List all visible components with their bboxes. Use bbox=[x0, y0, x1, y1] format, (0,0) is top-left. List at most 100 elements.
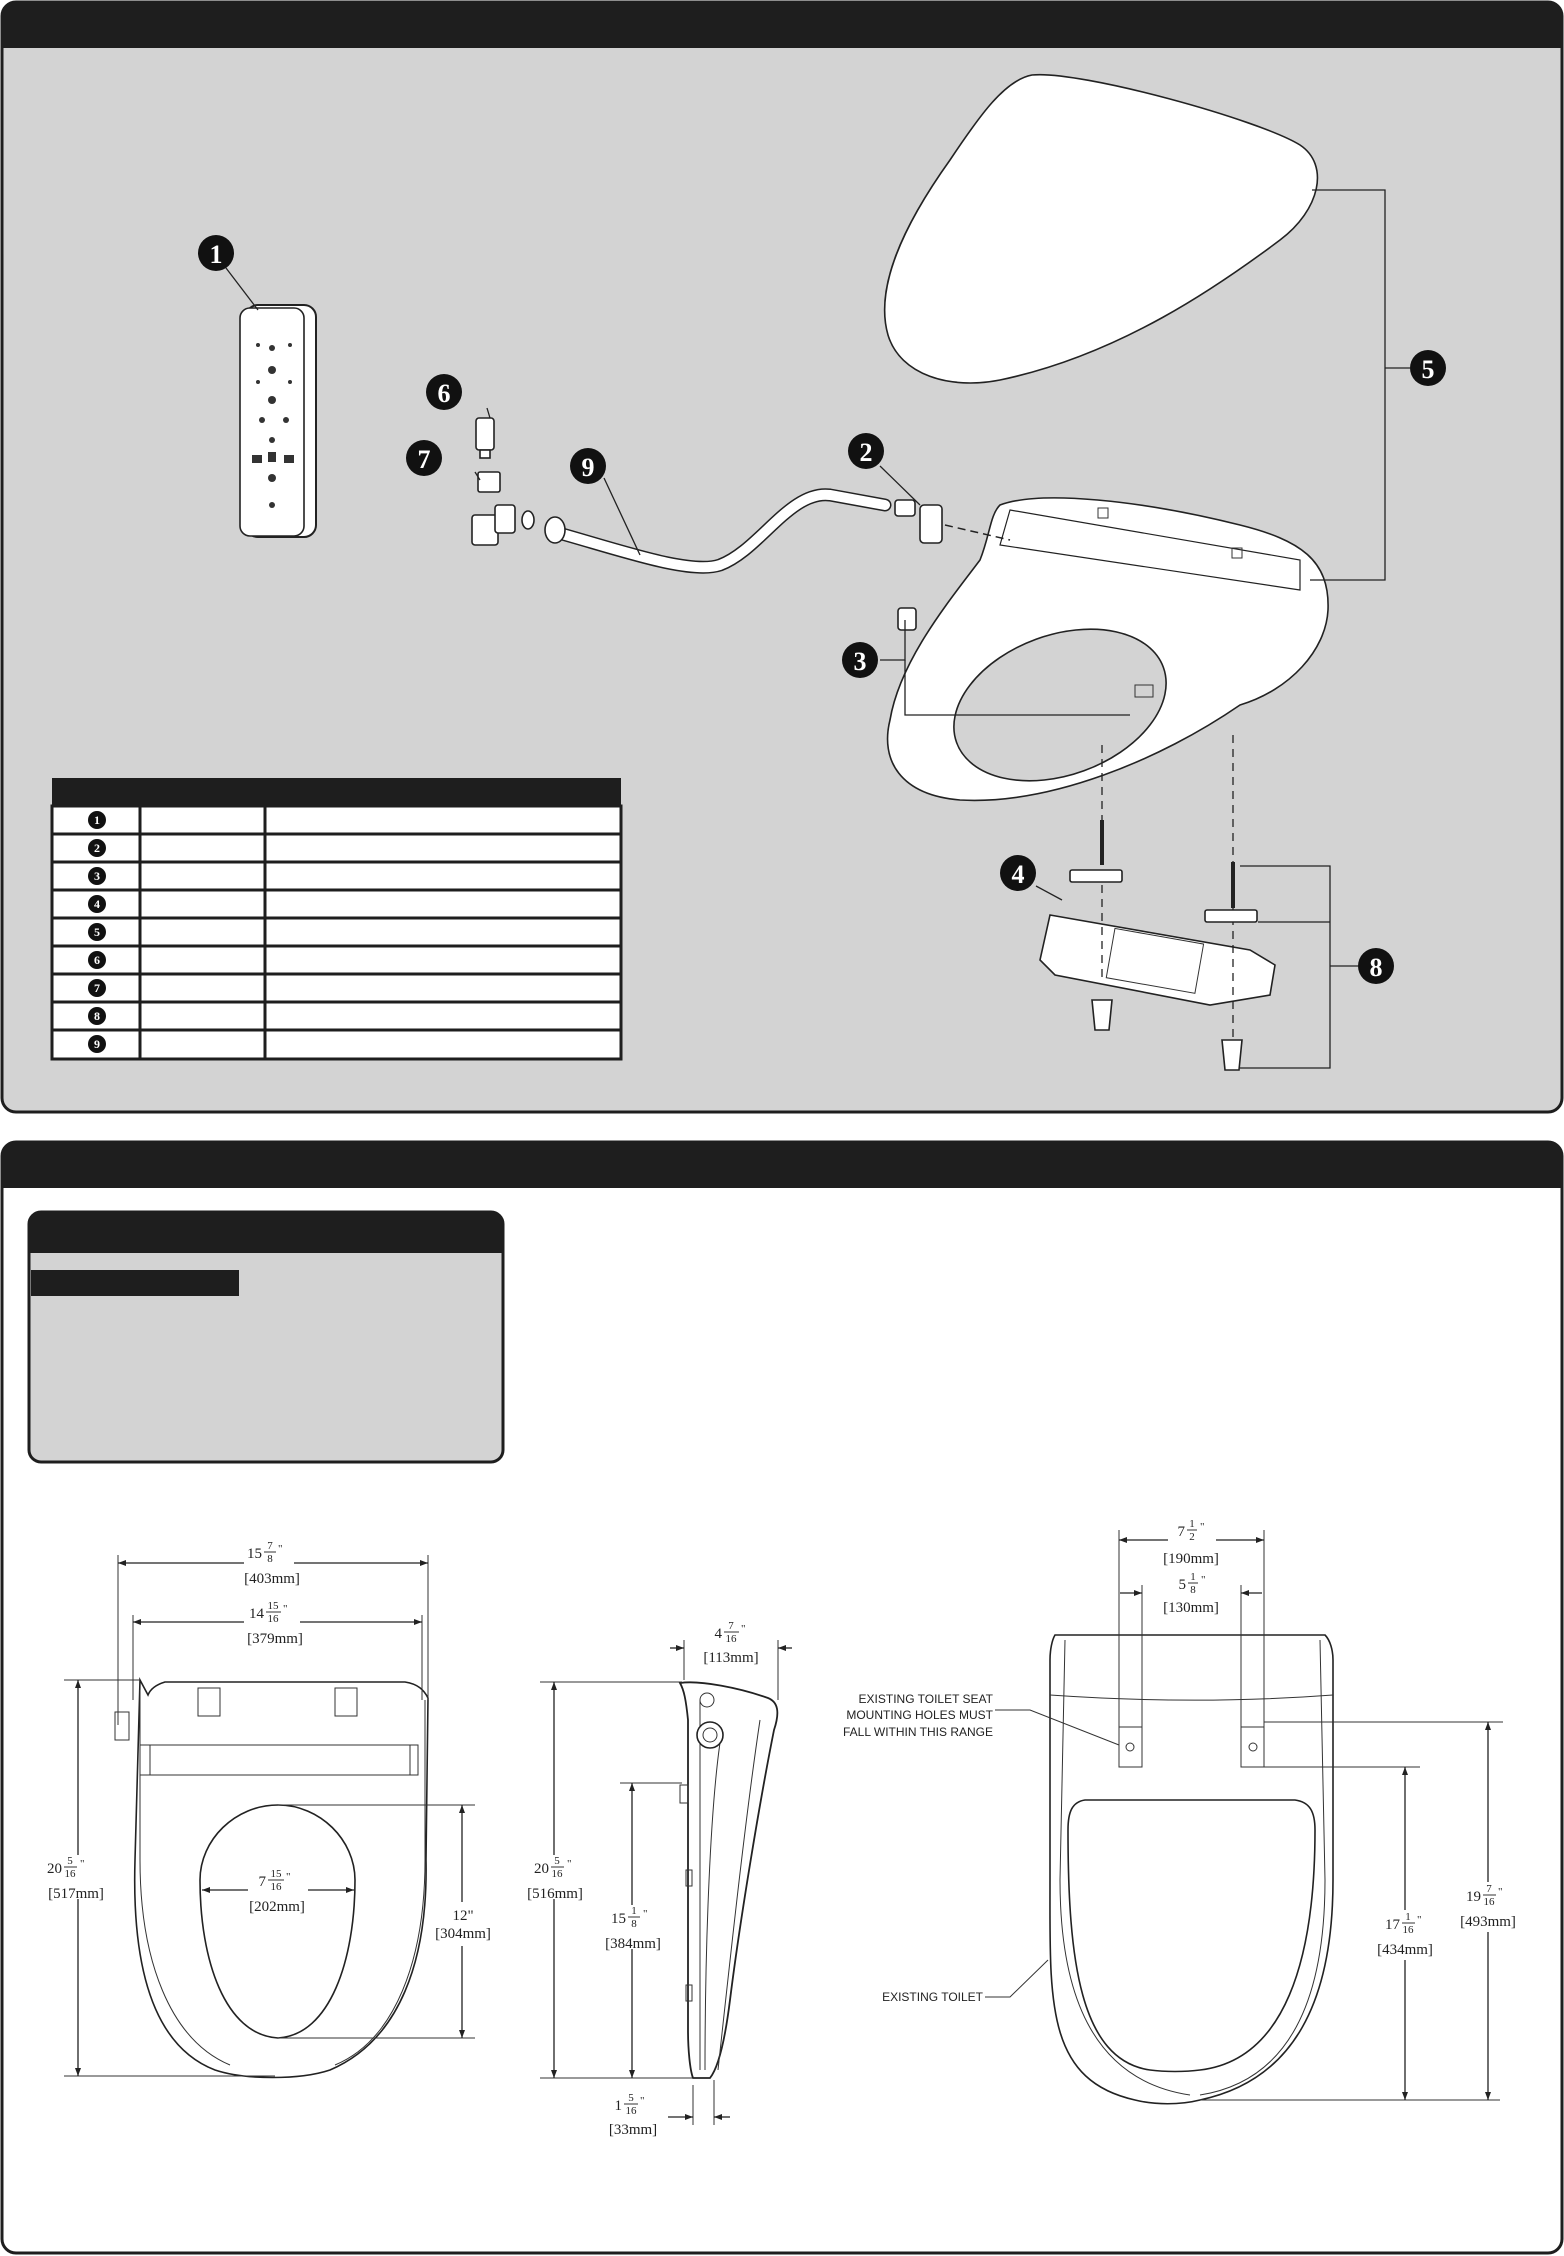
callout-1: 1 bbox=[198, 235, 234, 271]
table-row: 1 bbox=[88, 811, 106, 829]
seat-lid bbox=[883, 73, 1319, 384]
table-row: 9 bbox=[88, 1035, 106, 1053]
remote-control bbox=[239, 304, 317, 538]
svg-text:5: 5 bbox=[554, 1855, 560, 1867]
svg-text:2: 2 bbox=[860, 438, 873, 467]
svg-text:7: 7 bbox=[94, 981, 100, 995]
svg-text:[403mm]: [403mm] bbox=[244, 1571, 300, 1587]
dim-side-length: 20 5 16 " [516mm] bbox=[527, 1855, 583, 1902]
dim-side-depth: 4 7 16 " [113mm] bbox=[703, 1620, 758, 1666]
callout-8: 8 bbox=[1358, 948, 1394, 984]
mounting-note-line1: EXISTING TOILET SEAT bbox=[859, 1692, 994, 1706]
svg-text:": " bbox=[1498, 1886, 1503, 1898]
svg-text:1: 1 bbox=[1405, 1911, 1411, 1923]
svg-text:1: 1 bbox=[210, 240, 223, 269]
svg-text:[33mm]: [33mm] bbox=[609, 2122, 657, 2138]
svg-text:7: 7 bbox=[259, 1874, 267, 1890]
svg-text:[517mm]: [517mm] bbox=[48, 1886, 104, 1902]
svg-text:17: 17 bbox=[1385, 1917, 1401, 1933]
svg-text:20: 20 bbox=[47, 1861, 62, 1877]
svg-text:": " bbox=[1417, 1914, 1422, 1926]
seat-body bbox=[886, 497, 1329, 802]
existing-toilet-label: EXISTING TOILET bbox=[882, 1990, 984, 2004]
svg-text:[493mm]: [493mm] bbox=[1460, 1914, 1516, 1930]
svg-text:16: 16 bbox=[552, 1868, 564, 1880]
svg-text:19: 19 bbox=[1466, 1889, 1481, 1905]
callout-leaders bbox=[225, 189, 1410, 1069]
svg-text:": " bbox=[80, 1858, 85, 1870]
dim-toilet-length-max: 19 7 16 " [493mm] bbox=[1460, 1883, 1516, 1930]
svg-text:7: 7 bbox=[1178, 1524, 1186, 1540]
svg-text:5: 5 bbox=[94, 925, 100, 939]
svg-text:[379mm]: [379mm] bbox=[247, 1631, 303, 1647]
mounting-note-line3: FALL WITHIN THIS RANGE bbox=[843, 1725, 993, 1739]
callout-6: 6 bbox=[426, 374, 462, 410]
dim-hole-outer: 7 1 2 " [190mm] bbox=[1163, 1518, 1219, 1567]
callout-9: 9 bbox=[570, 448, 606, 484]
svg-text:6: 6 bbox=[438, 379, 451, 408]
svg-text:8: 8 bbox=[1190, 1584, 1196, 1596]
dim-opening-width: 7 15 16 " [202mm] bbox=[249, 1868, 305, 1915]
dim-side-bottom: 1 5 16 " [33mm] bbox=[609, 2092, 657, 2138]
svg-text:4: 4 bbox=[94, 897, 100, 911]
svg-text:16: 16 bbox=[271, 1881, 283, 1893]
hose-connector bbox=[894, 499, 1011, 544]
seat-clip bbox=[897, 607, 917, 631]
svg-text:[202mm]: [202mm] bbox=[249, 1899, 305, 1915]
dim-side-mid: 15 1 8 " [384mm] bbox=[605, 1905, 661, 1952]
svg-text:8: 8 bbox=[267, 1553, 273, 1565]
svg-text:": " bbox=[283, 1603, 288, 1615]
svg-text:15: 15 bbox=[247, 1546, 262, 1562]
svg-text:15: 15 bbox=[271, 1868, 283, 1880]
svg-text:": " bbox=[643, 1908, 648, 1920]
svg-text:7: 7 bbox=[1486, 1883, 1492, 1895]
mounting-note-line2: MOUNTING HOLES MUST bbox=[846, 1708, 993, 1722]
callout-2: 2 bbox=[848, 433, 884, 469]
svg-text:16: 16 bbox=[726, 1633, 738, 1645]
svg-text:7: 7 bbox=[418, 445, 431, 474]
dim-front-width-inner: 14 15 16 " [379mm] bbox=[247, 1600, 303, 1647]
svg-text:5: 5 bbox=[628, 2092, 634, 2104]
table-row: 7 bbox=[88, 979, 106, 997]
svg-text:1: 1 bbox=[1189, 1518, 1195, 1530]
mounting-plate bbox=[1039, 735, 1276, 1071]
svg-text:9: 9 bbox=[582, 453, 595, 482]
front-view: 15 7 8 " [403mm] 14 15 16 " [379mm] 20 bbox=[44, 1540, 494, 2079]
svg-text:16: 16 bbox=[65, 1868, 77, 1880]
parts-table: 1 2 3 4 5 6 7 8 9 bbox=[50, 778, 623, 1061]
svg-text:16: 16 bbox=[626, 2105, 638, 2117]
svg-text:6: 6 bbox=[94, 953, 100, 967]
svg-text:[384mm]: [384mm] bbox=[605, 1936, 661, 1952]
svg-text:20: 20 bbox=[534, 1861, 549, 1877]
svg-text:16: 16 bbox=[1403, 1924, 1415, 1936]
svg-text:": " bbox=[286, 1871, 291, 1883]
t-valve bbox=[471, 471, 535, 546]
side-view: 4 7 16 " [113mm] 20 5 16 " [516mm] 15 1 bbox=[522, 1620, 792, 2138]
callout-7: 7 bbox=[406, 440, 442, 476]
svg-text:15: 15 bbox=[268, 1600, 280, 1612]
svg-text:16: 16 bbox=[268, 1613, 280, 1625]
svg-text:7: 7 bbox=[267, 1540, 273, 1552]
svg-text:7: 7 bbox=[728, 1620, 734, 1632]
svg-text:": " bbox=[741, 1623, 746, 1635]
dim-hole-inner: 5 1 8 " [130mm] bbox=[1163, 1571, 1219, 1616]
dim-opening-length: 12" [304mm] bbox=[435, 1908, 491, 1942]
table-row: 5 bbox=[88, 923, 106, 941]
svg-text:5: 5 bbox=[1422, 355, 1435, 384]
water-hose bbox=[544, 488, 892, 574]
svg-text:8: 8 bbox=[94, 1009, 100, 1023]
svg-text:[434mm]: [434mm] bbox=[1377, 1942, 1433, 1958]
svg-text:5: 5 bbox=[1179, 1577, 1187, 1593]
svg-text:12": 12" bbox=[452, 1908, 473, 1924]
svg-text:1: 1 bbox=[94, 813, 100, 827]
filter bbox=[475, 417, 495, 459]
parts-header-bar bbox=[2, 2, 1562, 48]
svg-text:5: 5 bbox=[67, 1855, 73, 1867]
svg-text:": " bbox=[567, 1858, 572, 1870]
svg-text:2: 2 bbox=[1189, 1531, 1195, 1543]
svg-text:8: 8 bbox=[1370, 953, 1383, 982]
svg-text:": " bbox=[278, 1543, 283, 1555]
svg-text:4: 4 bbox=[715, 1626, 723, 1642]
svg-text:3: 3 bbox=[94, 869, 100, 883]
dim-toilet-length-min: 17 1 16 " [434mm] bbox=[1377, 1911, 1433, 1958]
